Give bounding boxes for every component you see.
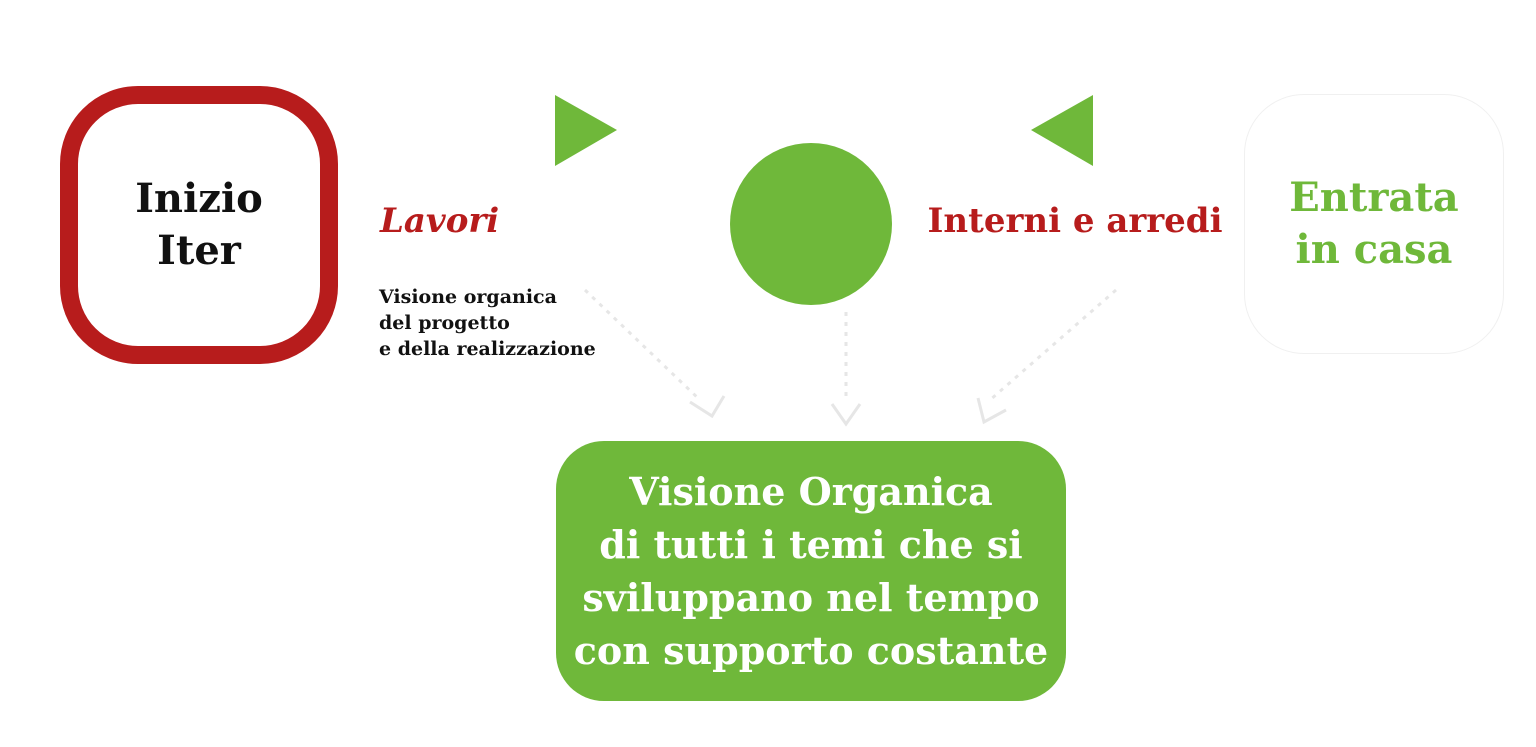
connector-center-arrowhead (830, 403, 862, 427)
summary-line-4: con supporto costante (573, 628, 1049, 673)
lavori-desc-line-3: e della realizzazione (379, 338, 596, 360)
summary-line-3: sviluppano nel tempo (582, 575, 1040, 620)
summary-line-2: di tutti i temi che si (599, 522, 1023, 567)
summary-box: Visione Organica di tutti i temi che si … (556, 441, 1066, 701)
lavori-desc-line-1: Visione organica (379, 286, 557, 308)
phase-lavori-label: Lavori (380, 201, 500, 241)
connector-right-line (989, 288, 1117, 402)
connector-left-arrowhead (689, 395, 726, 419)
end-line-1: Entrata (1289, 174, 1459, 221)
triangle-left-icon (1031, 95, 1093, 166)
end-line-2: in casa (1295, 226, 1453, 273)
green-circle-icon (730, 143, 892, 305)
summary-line-1: Visione Organica (629, 469, 993, 514)
start-box: Inizio Iter (60, 86, 338, 364)
end-box: Entrata in casa (1244, 94, 1504, 354)
connector-left-line (583, 288, 702, 402)
start-line-2: Iter (157, 227, 241, 274)
phase-lavori-description: Visione organica del progetto e della re… (379, 284, 619, 362)
connector-right-arrowhead (976, 397, 1007, 425)
lavori-desc-line-2: del progetto (379, 312, 510, 334)
phase-interni-label: Interni e arredi (927, 201, 1223, 241)
start-line-1: Inizio (135, 175, 263, 222)
triangle-right-icon (555, 95, 617, 166)
